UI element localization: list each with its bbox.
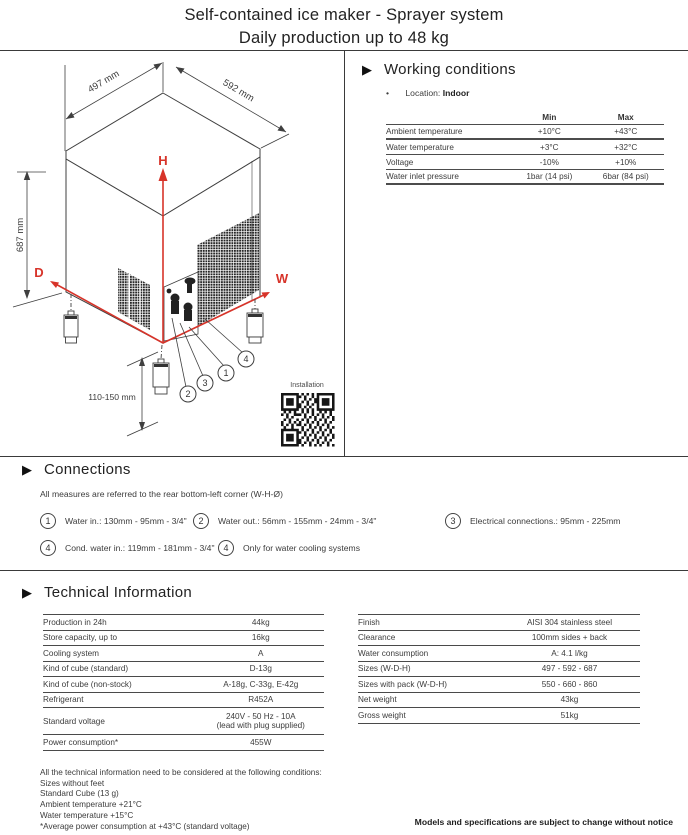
- technical-information-heading: ▶ Technical Information: [22, 584, 193, 601]
- wc-header-row: Min Max: [386, 110, 664, 125]
- axis-d-label: D: [34, 265, 43, 280]
- marker-2: 2: [185, 389, 190, 399]
- installation-label: Installation: [290, 382, 324, 389]
- technical-table-right: Finish AISI 304 stainless steel Clearanc…: [358, 614, 640, 724]
- dim-497-arrow-left: [66, 112, 75, 119]
- number-badge: 3: [445, 513, 461, 529]
- table-row: Standard voltage 240V - 50 Hz - 10A (lea…: [43, 708, 324, 735]
- table-row: Production in 24h 44kg: [43, 615, 324, 631]
- dim-feet-label: 110-150 mm: [88, 392, 136, 402]
- dim-height-label: 687 mm: [15, 218, 26, 252]
- section-arrow-icon: ▶: [22, 585, 32, 600]
- dim-592-arrow-left: [176, 67, 185, 74]
- technical-table-left: Production in 24h 44kg Store capacity, u…: [43, 614, 324, 751]
- table-row: Sizes (W-D-H) 497 - 592 - 687: [358, 662, 640, 677]
- marker-leader-lines: [171, 317, 244, 388]
- connection-item-3: 3 Electrical connections.: 95mm - 225mm: [445, 513, 620, 529]
- ice-maker-isometric-drawing: 497 mm 592 mm 687 mm: [0, 55, 345, 455]
- dim-feet-arrow-bottom: [139, 422, 145, 431]
- connection-item-4: 4 Cond. water in.: 119mm - 181mm - 3/4": [40, 540, 215, 556]
- disclaimer-note: Models and specifications are subject to…: [414, 817, 673, 827]
- number-badge: 4: [40, 540, 56, 556]
- table-row: Net weight 43kg: [358, 693, 640, 708]
- wc-col-min: Min: [542, 112, 557, 122]
- dim-width-label: 497 mm: [86, 68, 121, 95]
- dim-687-lines: [12, 171, 63, 308]
- section-arrow-icon: ▶: [22, 462, 32, 477]
- connections-heading: ▶ Connections: [22, 461, 131, 478]
- table-row: Clearance 100mm sides + back: [358, 631, 640, 646]
- location-label: Location:: [405, 88, 441, 98]
- qr-code: [281, 393, 335, 447]
- number-badge: 2: [193, 513, 209, 529]
- connection-fittings: [166, 277, 196, 321]
- table-row: Store capacity, up to 16kg: [43, 631, 324, 646]
- dim-depth-label: 592 mm: [221, 77, 256, 104]
- axis-d-arrow: [50, 281, 59, 288]
- dim-592-lines: [175, 66, 290, 149]
- dim-497-lines: [64, 62, 164, 151]
- feet-caps: [65, 314, 262, 367]
- table-row: Power consumption* 455W: [43, 735, 324, 751]
- marker-3: 3: [202, 378, 207, 388]
- page-title: Self-contained ice maker - Sprayer syste…: [0, 4, 688, 50]
- table-row: Kind of cube (non-stock) A-18g, C-33g, E…: [43, 677, 324, 693]
- table-row: Water consumption A: 4.1 l/kg: [358, 646, 640, 662]
- drawing-svg: 497 mm 592 mm 687 mm: [12, 62, 335, 447]
- axis-w-arrow: [261, 292, 270, 299]
- table-row: Gross weight 51kg: [358, 708, 640, 724]
- page-title-line1: Self-contained ice maker - Sprayer syste…: [184, 6, 504, 24]
- dim-687-arrow-bottom: [23, 290, 31, 299]
- bullet-icon: •: [386, 88, 390, 98]
- table-row: Sizes with pack (W-D-H) 550 - 660 - 860: [358, 677, 640, 693]
- divider-technical: [0, 570, 688, 571]
- right-ventilation-grille: [197, 213, 259, 327]
- table-row: Water temperature +3°C +32°C: [386, 140, 664, 155]
- axis-h-arrow: [158, 168, 168, 181]
- marker-1: 1: [223, 368, 228, 378]
- table-row: Water inlet pressure 1bar (14 psi) 6bar …: [386, 170, 664, 185]
- dim-feet-arrow-top: [139, 357, 145, 366]
- axis-lines: [51, 177, 269, 344]
- location-value: Indoor: [442, 88, 470, 98]
- dim-687-arrow-top: [23, 171, 31, 180]
- connections-note: All measures are referred to the rear bo…: [40, 489, 283, 499]
- divider-middle: [0, 456, 688, 457]
- axis-h-label: H: [158, 153, 167, 168]
- table-row: Ambient temperature +10°C +43°C: [386, 125, 664, 140]
- page-title-line2: Daily production up to 48 kg: [238, 29, 450, 47]
- conditions-footnotes: All the technical information need to be…: [40, 768, 322, 831]
- working-conditions-heading: ▶ Working conditions: [362, 61, 516, 78]
- number-badge: 4: [218, 540, 234, 556]
- table-row: Kind of cube (standard) D-13g: [43, 662, 324, 677]
- divider-vertical: [344, 50, 345, 456]
- wc-col-max: Max: [617, 112, 634, 122]
- working-conditions-table: Min Max Ambient temperature +10°C +43°C …: [386, 110, 664, 185]
- location-line: • Location: Indoor: [386, 88, 469, 98]
- table-row: Finish AISI 304 stainless steel: [358, 615, 640, 631]
- connection-item-4b: 4 Only for water cooling systems: [218, 540, 360, 556]
- connection-item-1: 1 Water in.: 130mm - 95mm - 3/4": [40, 513, 187, 529]
- connection-item-2: 2 Water out.: 56mm - 155mm - 24mm - 3/4": [193, 513, 376, 529]
- axis-w-label: W: [276, 271, 289, 286]
- table-row: Voltage -10% +10%: [386, 155, 664, 170]
- dim-592-arrow-right: [277, 125, 286, 132]
- number-markers: 2 3 1 4: [179, 350, 255, 403]
- adjustable-feet: [63, 294, 264, 395]
- marker-4: 4: [243, 354, 248, 364]
- left-ventilation-grille: [118, 268, 150, 330]
- table-row: Refrigerant R452A: [43, 693, 324, 708]
- table-row: Cooling system A: [43, 646, 324, 662]
- section-arrow-icon: ▶: [362, 62, 372, 77]
- dim-497-arrow-right: [153, 63, 162, 70]
- number-badge: 1: [40, 513, 56, 529]
